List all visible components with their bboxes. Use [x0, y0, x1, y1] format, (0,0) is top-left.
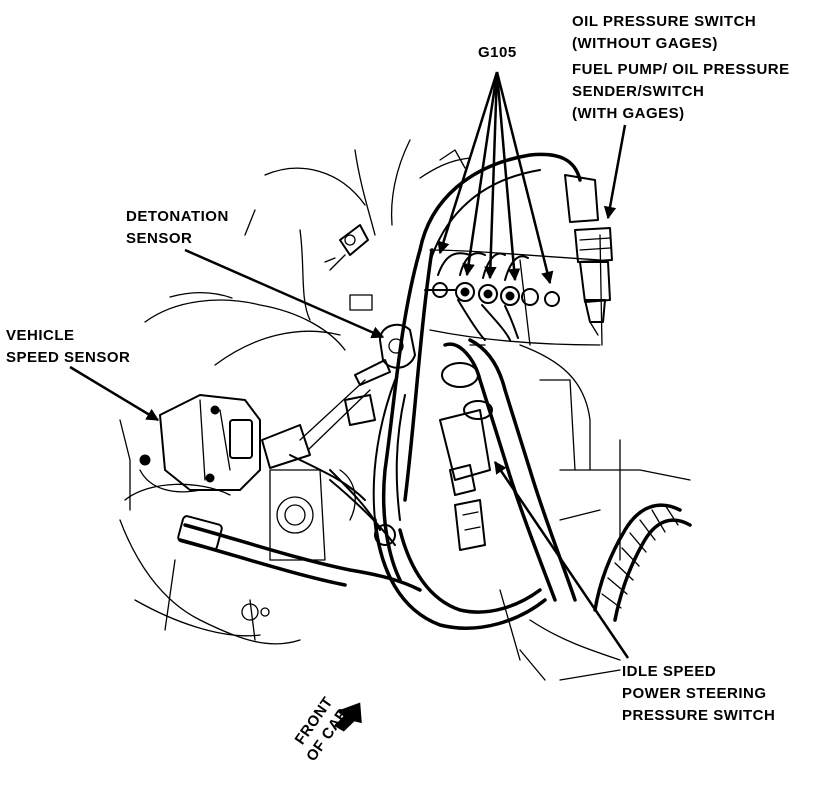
- vehicle-speed-sensor-label-line2: SPEED SENSOR: [6, 349, 130, 366]
- detonation-sensor-label-line2: SENSOR: [126, 230, 192, 247]
- labels: G105 OIL PRESSURE SWITCH (WITHOUT GAGES)…: [6, 13, 790, 724]
- oil-pressure-switch-label-line3: FUEL PUMP/ OIL PRESSURE: [572, 61, 790, 78]
- idle-speed-switch-label-line3: PRESSURE SWITCH: [622, 707, 775, 724]
- idle-speed-switch-label-line1: IDLE SPEED: [622, 663, 716, 680]
- oil-pressure-switch-label-line1: OIL PRESSURE SWITCH: [572, 13, 756, 30]
- oil-pressure-switch-label-line4: SENDER/SWITCH: [572, 83, 704, 100]
- leader-lines: [69, 71, 630, 659]
- g105-label: G105: [478, 44, 517, 61]
- detonation-sensor-label-line1: DETONATION: [126, 208, 229, 225]
- engine-illustration: [119, 139, 692, 681]
- front-direction-arrow-icon: [334, 702, 362, 732]
- corrugated-conduit: [593, 503, 692, 622]
- vehicle-speed-sensor-label-line1: VEHICLE: [6, 327, 75, 344]
- idle-speed-switch-label-line2: POWER STEERING: [622, 685, 767, 702]
- oil-pressure-switch-label-line5: (WITH GAGES): [572, 105, 685, 122]
- oil-pressure-switch-part: [564, 174, 613, 336]
- g105-ground-studs: [424, 252, 560, 341]
- oil-pressure-switch-label-line2: (WITHOUT GAGES): [572, 35, 718, 52]
